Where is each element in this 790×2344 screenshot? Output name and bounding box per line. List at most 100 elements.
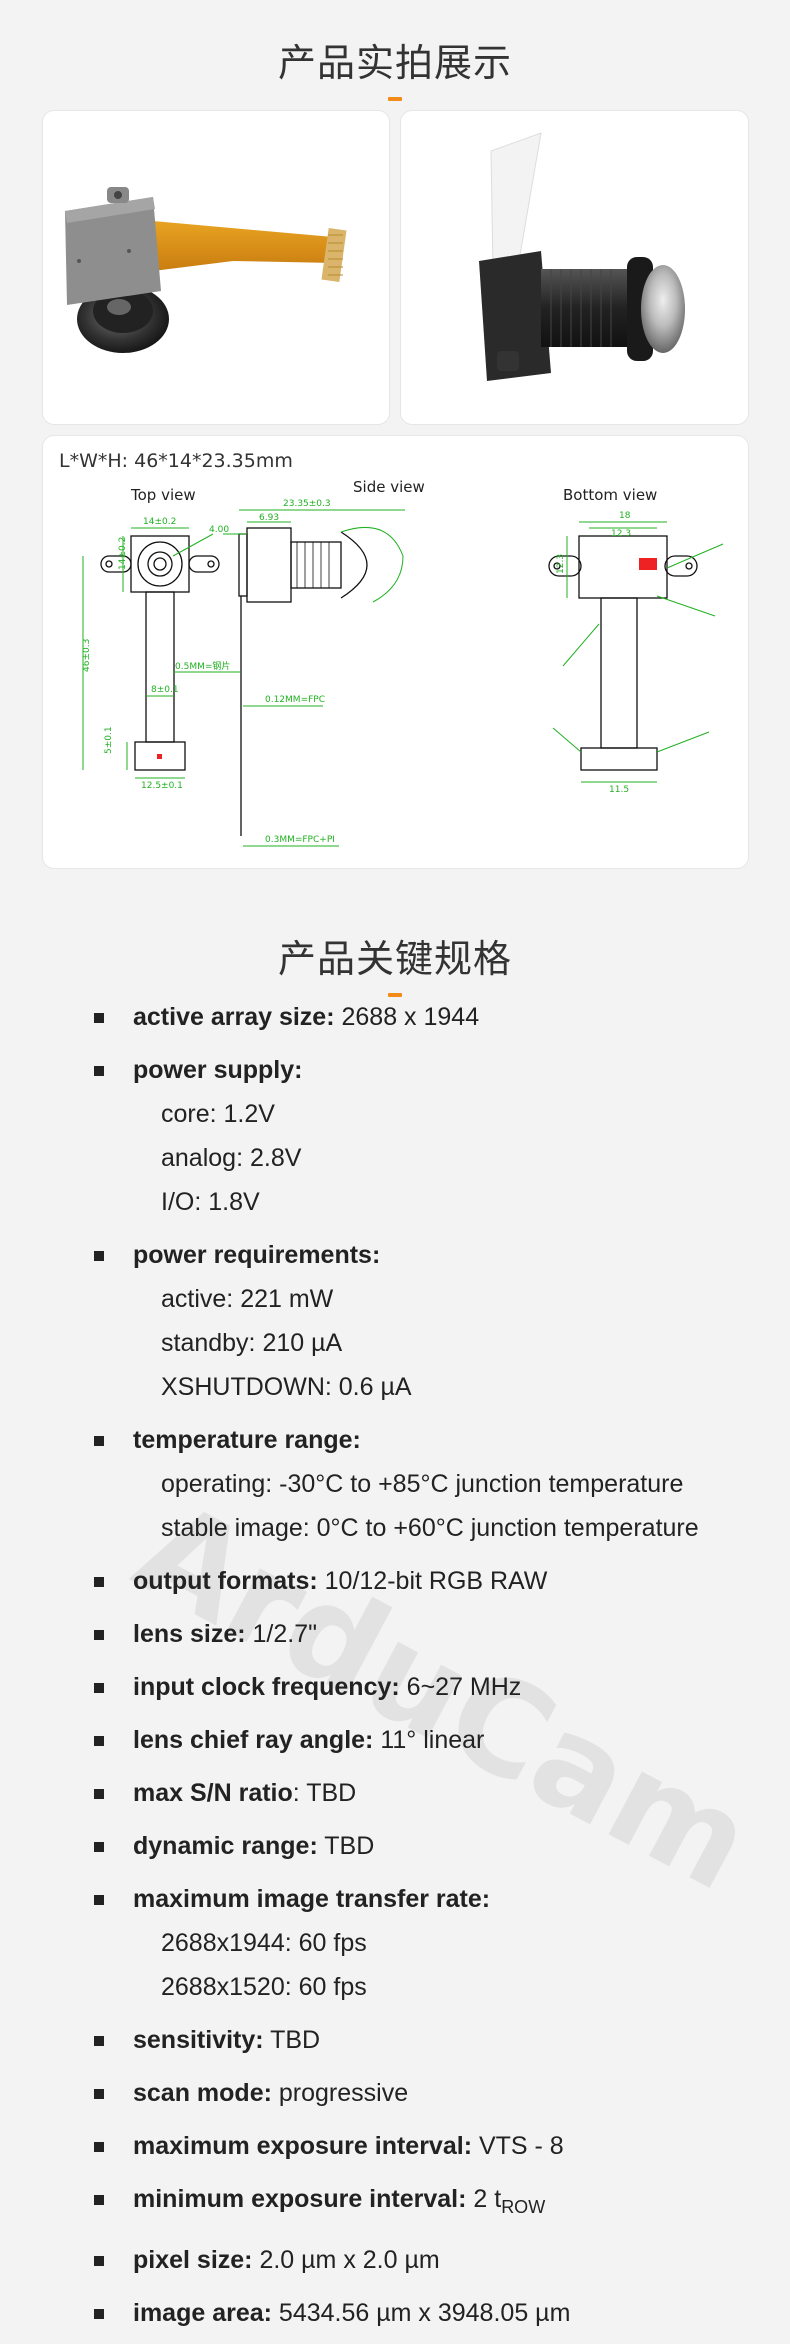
dim-5: 5±0.1	[104, 726, 114, 754]
spec-item: pixel size: 2.0 µm x 2.0 µm	[0, 2238, 790, 2282]
spec-line: lens chief ray angle: 11° linear	[133, 1718, 790, 1762]
side-view-label: Side view	[353, 478, 425, 496]
bullet-icon	[94, 1630, 104, 1640]
spec-item: lens chief ray angle: 11° linear	[0, 1718, 790, 1762]
product-photo-front	[42, 110, 390, 425]
bullet-icon	[94, 2309, 104, 2319]
spec-sub-item: analog: 2.8V	[161, 1144, 302, 1172]
spec-line: minimum exposure interval: 2 tROW	[133, 2177, 790, 2229]
spec-sub-item: XSHUTDOWN: 0.6 µA	[161, 1373, 412, 1401]
spec-item: minimum exposure interval: 2 tROW	[0, 2177, 790, 2229]
spec-value: 10/12-bit RGB RAW	[317, 1567, 548, 1595]
spec-label: lens chief ray angle:	[133, 1726, 374, 1754]
spec-value: : TBD	[292, 1779, 357, 1807]
spec-item: active array size: 2688 x 1944	[0, 995, 790, 1039]
bullet-icon	[94, 1251, 104, 1261]
spec-line: lens size: 1/2.7"	[133, 1612, 790, 1656]
bullet-icon	[94, 1066, 104, 1076]
spec-line: max S/N ratio: TBD	[133, 1771, 790, 1815]
spec-label: input clock frequency:	[133, 1673, 400, 1701]
bullet-icon	[94, 1736, 104, 1746]
spec-value-subscript: ROW	[501, 2197, 546, 2217]
spec-item: temperature range: operating: -30°C to +8…	[0, 1418, 790, 1550]
bullet-icon	[94, 1013, 104, 1023]
spec-line: power supply:	[133, 1048, 790, 1092]
spec-line: image area: 5434.56 µm x 3948.05 µm	[133, 2291, 790, 2335]
bottom-view-drawing: 18 12.3 12.3 11.5	[548, 511, 724, 795]
dim-23-35: 23.35±0.3	[283, 499, 331, 509]
label-0-12mm: 0.12MM=FPC	[265, 695, 325, 705]
dimension-drawing-card: L*W*H: 46*14*23.35mm Top view Side view …	[42, 435, 749, 869]
bullet-icon	[94, 1577, 104, 1587]
spec-item: maximum exposure interval: VTS - 8	[0, 2124, 790, 2168]
label-0-5mm: 0.5MM=钢片	[175, 660, 230, 672]
dim-6-93: 6.93	[259, 513, 279, 523]
dim-12-3: 12.3	[611, 529, 631, 539]
spec-label: image area:	[133, 2299, 272, 2327]
bullet-icon	[94, 1789, 104, 1799]
spec-value: 2688 x 1944	[334, 1003, 480, 1031]
spec-sub-item: active: 221 mW	[161, 1285, 334, 1313]
product-photo-side	[400, 110, 749, 425]
spec-label: power requirements:	[133, 1241, 381, 1269]
bullet-icon	[94, 1842, 104, 1852]
bullet-icon	[94, 2142, 104, 2152]
spec-line: maximum exposure interval: VTS - 8	[133, 2124, 790, 2168]
spec-label: sensitivity:	[133, 2026, 264, 2054]
dim-46-length: 46±0.3	[82, 639, 92, 672]
bullet-icon	[94, 2036, 104, 2046]
spec-line: output formats: 10/12-bit RGB RAW	[133, 1559, 790, 1603]
dim-11-5: 11.5	[609, 785, 629, 795]
bullet-icon	[94, 1895, 104, 1905]
spec-label: maximum exposure interval:	[133, 2132, 473, 2160]
camera-module-image	[65, 187, 347, 353]
spec-label: output formats:	[133, 1567, 318, 1595]
title-underline	[388, 97, 402, 101]
spec-line: scan mode: progressive	[133, 2071, 790, 2115]
bullet-icon	[94, 1683, 104, 1693]
spec-line: sensitivity: TBD	[133, 2018, 790, 2062]
top-view-drawing: 14±0.2 14±0.2 46±0.3 8±0.1 5±0.1 12.5±0.…	[82, 517, 220, 791]
top-view-label: Top view	[131, 486, 196, 504]
spec-label: max S/N ratio	[133, 1779, 293, 1807]
spec-label: lens size:	[133, 1620, 246, 1648]
spec-value: 2 t	[466, 2185, 502, 2213]
title-underline	[388, 993, 402, 997]
bullet-icon	[94, 2089, 104, 2099]
spec-line: dynamic range: TBD	[133, 1824, 790, 1868]
spec-value: 11° linear	[373, 1726, 485, 1754]
spec-line: power requirements:	[133, 1233, 790, 1277]
spec-sub-item: stable image: 0°C to +60°C junction temp…	[161, 1514, 699, 1542]
spec-value: 2.0 µm x 2.0 µm	[252, 2246, 440, 2274]
spec-label: dynamic range:	[133, 1832, 318, 1860]
spec-item: scan mode: progressive	[0, 2071, 790, 2115]
spec-line: pixel size: 2.0 µm x 2.0 µm	[133, 2238, 790, 2282]
spec-item: sensitivity: TBD	[0, 2018, 790, 2062]
spec-sub-item: I/O: 1.8V	[161, 1188, 260, 1216]
dim-12-5: 12.5±0.1	[141, 781, 183, 791]
spec-sub-item: core: 1.2V	[161, 1100, 275, 1128]
spec-item: power supply: core: 1.2V analog: 2.8V I/O: …	[0, 1048, 790, 1224]
spec-sub-item: 2688x1520: 60 fps	[161, 1973, 367, 2001]
section-title-photos: 产品实拍展示	[0, 32, 790, 101]
section-title-text: 产品实拍展示	[277, 41, 512, 85]
spec-value: progressive	[271, 2079, 409, 2107]
bullet-icon	[94, 1436, 104, 1446]
spec-label: maximum image transfer rate:	[133, 1885, 491, 1913]
section-title-text: 产品关键规格	[277, 937, 512, 981]
dim-18: 18	[619, 511, 631, 521]
spec-item: maximum image transfer rate:2688x1944: 6…	[0, 1877, 790, 2009]
dimension-text: L*W*H: 46*14*23.35mm	[59, 450, 293, 472]
side-view-drawing: 23.35±0.3 4.00 6.93 0.5MM=钢片 0.12MM=FPC …	[173, 499, 405, 847]
spec-item: input clock frequency: 6~27 MHz	[0, 1665, 790, 1709]
dim-8-fpc: 8±0.1	[151, 685, 179, 695]
spec-item: max S/N ratio: TBD	[0, 1771, 790, 1815]
bottom-view-label: Bottom view	[563, 486, 658, 504]
spec-sub-item: operating: -30°C to +85°C junction tempe…	[161, 1470, 684, 1498]
spec-line: temperature range:	[133, 1418, 790, 1462]
technical-drawing: 14±0.2 14±0.2 46±0.3 8±0.1 5±0.1 12.5±0.…	[82, 499, 724, 847]
spec-item: output formats: 10/12-bit RGB RAW	[0, 1559, 790, 1603]
camera-module-side-image	[479, 132, 685, 381]
spec-line: input clock frequency: 6~27 MHz	[133, 1665, 790, 1709]
